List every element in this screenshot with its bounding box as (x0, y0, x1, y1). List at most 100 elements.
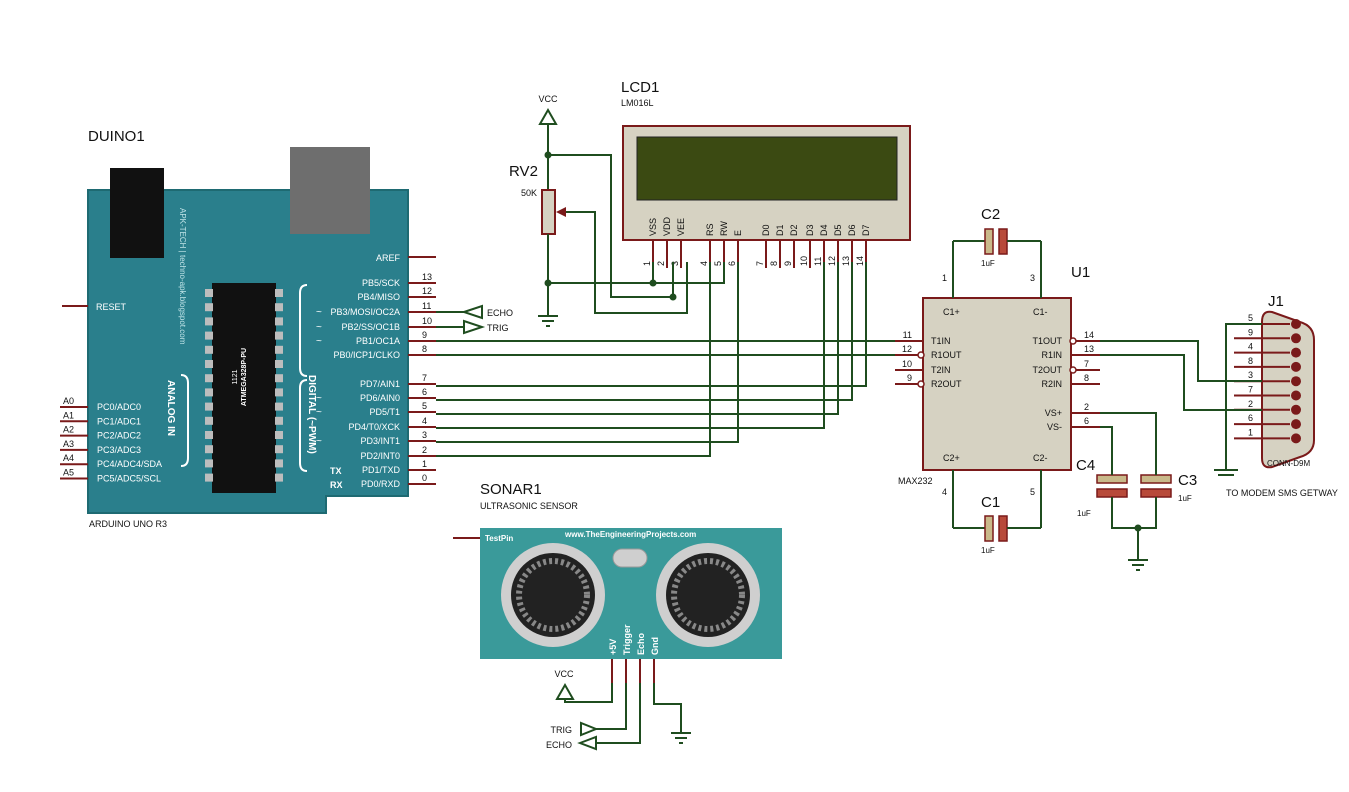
max-pin-number: 2 (1084, 402, 1089, 412)
lcd-pin-name: D5 (833, 224, 843, 236)
arduino-terminals: ECHO TRIG (460, 304, 513, 335)
sonar-module: SONAR1 ULTRASONIC SENSOR www.TheEngineer… (453, 481, 782, 751)
arduino-pin-name: PB5/SCK (362, 278, 400, 288)
lcd-pin-number: 11 (813, 257, 823, 266)
lcd-pin-number: 6 (727, 261, 737, 266)
c3-value: 1uF (1178, 494, 1192, 503)
pwm-mark: ~ (316, 407, 322, 418)
lcd-pin-name: RW (719, 221, 729, 236)
wire-t1out-j1 (1100, 340, 1262, 382)
j1-pin-number: 3 (1248, 370, 1253, 380)
arduino-pin-name: PD2/INT0 (360, 451, 400, 461)
chip-pin (275, 459, 283, 468)
lcd-pin-name: VEE (676, 218, 686, 236)
analog-pin-name: PC4/ADC4/SDA (97, 459, 162, 469)
lcd-pin-name: VSS (648, 218, 658, 236)
lcd-model: LM016L (621, 98, 654, 108)
c3-plate-1 (1140, 474, 1172, 484)
max-pin-name: R2IN (1041, 379, 1062, 389)
atmega-chip (212, 283, 276, 493)
c2-value: 1uF (981, 259, 995, 268)
rv2-vcc-arrow (538, 107, 558, 125)
junction-vss (649, 279, 657, 287)
arduino-board: DUINO1 1121 ATMEGA328P-PU APK-TECH | tec… (60, 128, 436, 529)
chip-pin (205, 445, 213, 454)
arduino-pin-number: 12 (422, 286, 432, 296)
junction-vcc (544, 151, 552, 159)
lcd-pin-name: E (733, 230, 743, 236)
echo-terminal-arrow (460, 304, 483, 320)
sonar-echo-arrow (577, 735, 597, 751)
arduino-pin-number: 0 (422, 473, 427, 483)
j1-pin-number: 4 (1248, 342, 1253, 352)
wire-e (436, 262, 739, 443)
analog-pin-label: A4 (63, 453, 74, 463)
chip-pin (275, 317, 283, 326)
digital-bracket-bottom (299, 379, 308, 472)
lcd-pin-name: D2 (789, 224, 799, 236)
sonar-echo-label: ECHO (546, 740, 572, 750)
analog-bracket (180, 374, 189, 467)
chip-pin (275, 388, 283, 397)
max-pin-number: 9 (907, 373, 912, 383)
j1-pin-contact (1291, 347, 1301, 358)
arduino-pin-name: PB0/ICP1/CLKO (333, 350, 400, 360)
j1-pin-number: 6 (1248, 413, 1253, 423)
rv2-potentiometer: VCC RV2 50K (509, 94, 566, 327)
c1p-num: 1 (942, 273, 947, 283)
c4-plate-1 (1096, 474, 1128, 484)
analog-pin-label: A2 (63, 425, 74, 435)
arduino-pin-number: 6 (422, 387, 427, 397)
arduino-pin-name: PD1/TXD (362, 465, 401, 475)
c3-ref: C3 (1178, 472, 1197, 489)
sonar-site: www.TheEngineeringProjects.com (564, 530, 696, 539)
j1-pin-number: 9 (1248, 327, 1253, 337)
tx-label: TX (330, 466, 342, 476)
c2-plate-2 (998, 228, 1008, 255)
max-pin-name: R1OUT (931, 350, 962, 360)
atmega-pin-sockets (205, 289, 283, 482)
analog-pin-name: PC1/ADC1 (97, 416, 141, 426)
lcd-pin-number: 12 (827, 256, 837, 266)
j1-model: CONN-D9M (1267, 459, 1310, 468)
j1-pin-contact (1291, 433, 1301, 444)
max-pin-number: 12 (902, 344, 912, 354)
analog-pin-name: PC5/ADC5/SCL (97, 474, 161, 484)
lcd-pins: VSS1VDD2VEE3RS4RW5E6D07D18D29D310D411D51… (642, 216, 871, 268)
lcd-pin-name: D4 (819, 224, 829, 236)
max-pin-number: 14 (1084, 330, 1094, 340)
arduino-pin-name: PD7/AIN1 (360, 379, 400, 389)
arduino-analog-pins: PC0/ADC0A0PC1/ADC1A1PC2/ADC2A2PC3/ADC3A3… (60, 396, 162, 484)
lcd-pin-number: 4 (699, 261, 709, 266)
wire-rs (436, 262, 711, 457)
arduino-pin-name: PB4/MISO (357, 292, 400, 302)
wire-sonar-vcc (564, 683, 613, 703)
max-pin-name: T1IN (931, 336, 951, 346)
arduino-pin-number: 3 (422, 430, 427, 440)
j1-pin-contact (1291, 404, 1301, 415)
sonar-vcc-arrow (555, 682, 575, 700)
arduino-ref: DUINO1 (88, 128, 145, 145)
sonar-pin-name: Trigger (622, 624, 632, 655)
arduino-pin-number: 8 (422, 344, 427, 354)
trig-terminal-label: TRIG (487, 323, 509, 333)
junction-vdd (669, 293, 677, 301)
chip-pin (275, 416, 283, 425)
chip-pin (275, 331, 283, 340)
arduino-pin-number: 11 (422, 301, 431, 311)
chip-pin (205, 331, 213, 340)
rx-label: RX (330, 480, 343, 490)
lcd-pin-name: RS (705, 223, 715, 236)
wire-vsminus (1100, 426, 1113, 475)
junction-gnd (544, 279, 552, 287)
inversion-bubble (1069, 366, 1077, 374)
testpin-label: TestPin (485, 534, 513, 543)
lcd-pin-number: 8 (769, 261, 779, 266)
analog-pin-label: A1 (63, 410, 74, 420)
chip-pin (205, 345, 213, 354)
sonar-crystal (612, 548, 648, 568)
junction-caps (1134, 524, 1142, 532)
c4-ref: C4 (1076, 457, 1095, 474)
j1-shell (1261, 310, 1315, 469)
